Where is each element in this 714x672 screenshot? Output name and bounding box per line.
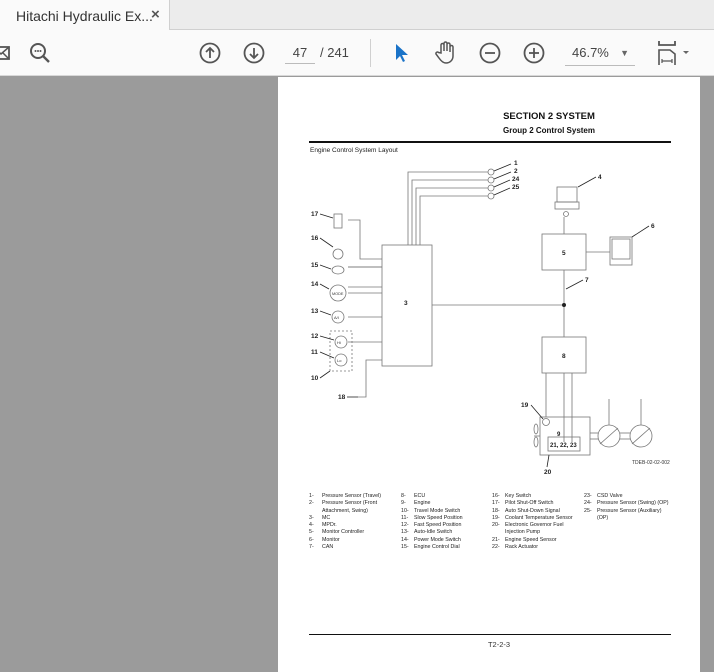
svg-text:6: 6 <box>651 223 655 230</box>
header-rule <box>309 141 671 143</box>
section-title: SECTION 2 SYSTEM <box>503 111 595 122</box>
svg-text:25: 25 <box>512 184 520 191</box>
legend-column-2: 8-ECU 9-Engine 10-Travel Mode Switch 11-… <box>401 493 491 551</box>
svg-text:1: 1 <box>514 160 518 167</box>
legend-item: 16-Key Switch <box>492 493 532 499</box>
legend-item: 5-Monitor Controller <box>309 529 365 536</box>
svg-text:16: 16 <box>311 235 319 242</box>
svg-text:9: 9 <box>557 432 561 438</box>
legend-item: 8-ECU <box>401 493 426 499</box>
svg-text:18: 18 <box>338 394 346 401</box>
legend-item: 12-Fast Speed Position <box>401 522 462 529</box>
svg-text:20: 20 <box>544 469 552 476</box>
tab-title: Hitachi Hydraulic Ex... <box>16 7 153 24</box>
zoom-out-button[interactable] <box>477 40 503 66</box>
svg-text:21, 22, 23: 21, 22, 23 <box>550 443 577 449</box>
svg-text:8: 8 <box>562 353 566 360</box>
svg-text:11: 11 <box>311 349 318 356</box>
previous-page-button[interactable] <box>197 40 223 66</box>
pdf-page: SECTION 2 SYSTEM Group 2 Control System … <box>278 77 700 672</box>
legend-column-4: 23-CSD Valve 24-Pressure Sensor (Swing) … <box>584 493 669 522</box>
svg-text:Lo: Lo <box>337 358 342 363</box>
zoom-level-value: 46.7% <box>572 45 609 60</box>
hand-tool-button[interactable] <box>433 40 459 66</box>
plus-circle-icon <box>523 42 545 64</box>
svg-text:13: 13 <box>311 308 319 315</box>
legend-item: 23-CSD Valve <box>584 493 623 499</box>
legend-item: 11-Slow Speed Position <box>401 514 463 521</box>
legend-item: 1-Pressure Sensor (Travel) <box>309 493 381 499</box>
find-search-icon[interactable] <box>27 40 53 66</box>
next-page-button[interactable] <box>241 40 267 66</box>
legend-item: 10-Travel Mode Switch <box>401 507 461 514</box>
arrow-up-circle-icon <box>199 42 221 64</box>
svg-text:A/I: A/I <box>334 315 339 320</box>
svg-text:7: 7 <box>585 277 589 284</box>
legend-item: 15-Engine Control Dial <box>401 544 460 551</box>
toolbar: 47 / 241 46.7% ▼ <box>0 30 714 76</box>
legend-item: 13-Auto-Idle Switch <box>401 529 453 536</box>
fit-page-button[interactable] <box>654 40 694 66</box>
legend-item: 7-CAN <box>309 544 334 551</box>
legend-item: 21-Engine Speed Sensor <box>492 536 557 543</box>
group-title: Group 2 Control System <box>502 126 595 135</box>
document-viewer[interactable]: SECTION 2 SYSTEM Group 2 Control System … <box>0 77 714 672</box>
viewer-margin <box>700 77 714 672</box>
legend-item: 25-Pressure Sensor (Auxiliary) (OP) <box>584 507 662 521</box>
legend-item: 4-MPDr. <box>309 522 337 529</box>
zoom-level-dropdown[interactable]: 46.7% ▼ <box>565 40 635 66</box>
figure-id: TDEB-02-02-002 <box>632 460 670 466</box>
svg-text:14: 14 <box>311 281 319 288</box>
legend-item: 22-Rack Actuator <box>492 544 538 551</box>
svg-text:17: 17 <box>311 211 319 218</box>
svg-text:10: 10 <box>311 375 319 382</box>
page-footer: T2-2-3 <box>487 640 511 649</box>
legend-column-3: 16-Key Switch 17-Pilot Shut-Off Switch 1… <box>492 493 584 551</box>
page-number-input[interactable]: 47 <box>285 42 315 64</box>
svg-text:24: 24 <box>512 176 520 183</box>
total-pages: / 241 <box>320 45 349 60</box>
svg-text:MODE: MODE <box>332 292 344 296</box>
fit-width-icon <box>658 41 689 65</box>
legend-item: 9-Engine <box>401 500 431 507</box>
legend-item: 14-Power Mode Switch <box>401 536 461 543</box>
svg-text:4: 4 <box>598 174 602 181</box>
legend-column-1: 1-Pressure Sensor (Travel) 2-Pressure Se… <box>309 493 399 551</box>
svg-text:Hi: Hi <box>337 340 341 345</box>
toolbar-divider <box>370 39 371 67</box>
arrow-down-circle-icon <box>243 42 265 64</box>
hand-icon <box>435 41 454 64</box>
legend-item: 3-MC <box>309 514 331 521</box>
svg-text:5: 5 <box>562 250 566 257</box>
chevron-down-icon: ▼ <box>620 48 629 58</box>
footer-rule <box>309 634 671 635</box>
legend-item: 17-Pilot Shut-Off Switch <box>492 500 554 507</box>
svg-text:15: 15 <box>311 262 319 269</box>
figure-caption: Engine Control System Layout <box>310 147 398 154</box>
legend-item: 18-Auto Shut-Down Signal <box>492 507 560 514</box>
svg-text:12: 12 <box>311 333 319 340</box>
zoom-in-button[interactable] <box>521 40 547 66</box>
legend-item: 6-Monitor <box>309 536 340 543</box>
svg-text:2: 2 <box>514 168 518 175</box>
tab-bar: Hitachi Hydraulic Ex... × <box>0 0 714 31</box>
minus-circle-icon <box>479 42 501 64</box>
svg-text:3: 3 <box>404 300 408 307</box>
document-tab[interactable]: Hitachi Hydraulic Ex... × <box>0 0 170 31</box>
legend-item: 19-Coolant Temperature Sensor <box>492 514 573 521</box>
legend-item: 24-Pressure Sensor (Swing) (OP) <box>584 500 669 507</box>
engine-control-diagram: 3 5 8 9 21, 22, 23 1 2 24 25 4 6 7 17 16… <box>311 160 655 476</box>
pointer-icon <box>396 44 408 62</box>
mail-icon[interactable] <box>0 40 14 66</box>
select-tool-button[interactable] <box>389 40 415 66</box>
close-tab-icon[interactable]: × <box>151 6 160 23</box>
legend-item: 2-Pressure Sensor (Front Attachment, Swi… <box>309 500 378 514</box>
svg-text:19: 19 <box>521 402 529 409</box>
legend-item: 20-Electronic Governor Fuel Injection Pu… <box>492 522 564 536</box>
